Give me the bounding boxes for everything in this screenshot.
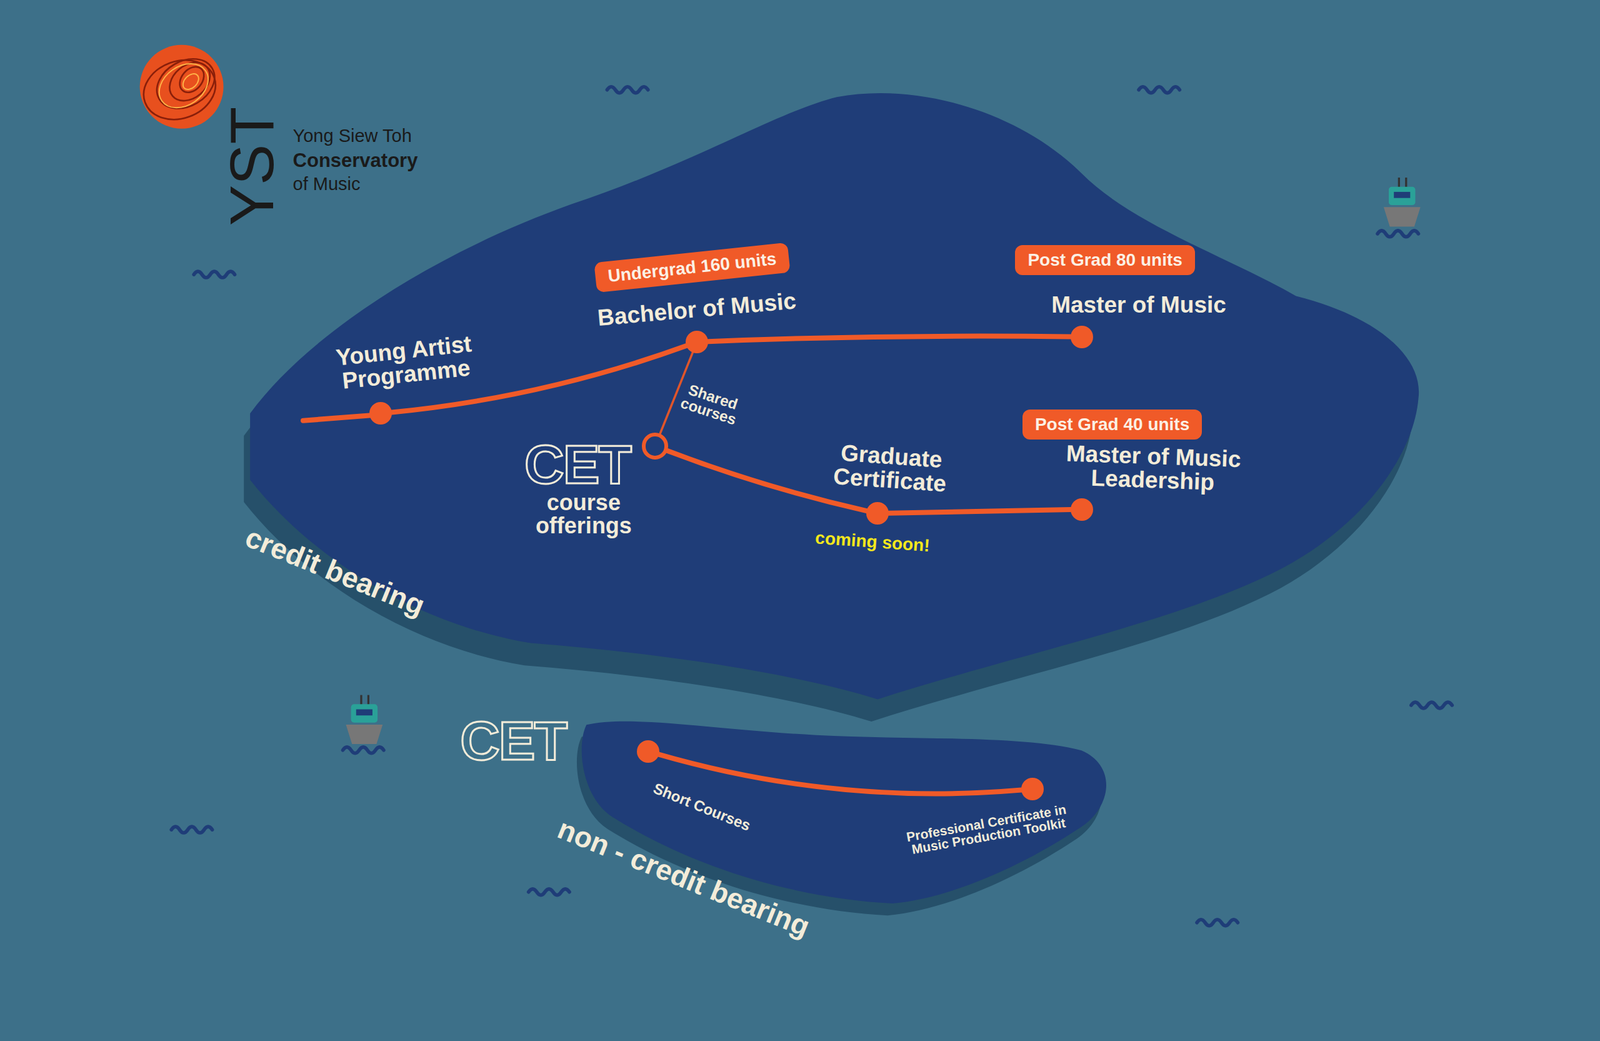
station-label: Short Courses <box>651 780 753 834</box>
route-stroke <box>888 509 1071 514</box>
ship-icon <box>1383 177 1421 227</box>
station-label: Young Artist Programme <box>309 328 501 395</box>
island-fill <box>250 93 1419 699</box>
hub-label: course offerings <box>535 491 632 537</box>
hub-ring: CETcourse offerings <box>641 432 669 459</box>
island-shadow <box>243 115 1413 915</box>
badge-text: Post Grad 40 units <box>1035 414 1190 435</box>
station-dot: Master of Music Leadership <box>1070 498 1094 521</box>
station-label: Bachelor of Music <box>596 288 798 330</box>
cet-heading: CET <box>524 436 631 493</box>
badge-text: Undergrad 160 units <box>606 248 778 287</box>
station-dot: Short Courses <box>636 740 660 763</box>
station-dot: Young Artist Programme <box>369 401 392 425</box>
station-label: Graduate Certificate <box>832 440 949 496</box>
island-outline <box>245 91 1424 705</box>
region-label: non - credit bearing <box>553 813 814 942</box>
route-line <box>708 336 1071 342</box>
logo-mark <box>135 45 224 130</box>
cet-heading: CET <box>460 712 567 769</box>
edge-label: Shared courses <box>678 380 744 428</box>
route-stroke <box>658 754 1022 794</box>
route-stroke <box>708 336 1071 342</box>
route-line <box>658 754 1022 794</box>
ship-icon <box>345 695 383 744</box>
station-label: Master of Music Leadership <box>1046 441 1260 496</box>
region-label: credit bearing <box>241 522 429 621</box>
station-dot: Bachelor of Music <box>685 330 709 354</box>
station-dot: Professional Certificate in Music Produc… <box>1021 777 1044 800</box>
credit-island: credit bearingYoung Artist ProgrammeUnde… <box>245 91 1424 705</box>
line-start <box>303 415 370 420</box>
station-dot: Master of Music <box>1070 325 1094 349</box>
logo-name: of Music <box>293 174 361 193</box>
station-dot: Graduate Certificatecoming soon! <box>866 501 889 525</box>
wave-marks <box>171 86 1452 926</box>
units-badge: Undergrad 160 units <box>593 242 790 293</box>
station-label: Master of Music <box>1051 293 1227 317</box>
logo-wordmark: YST <box>221 106 283 227</box>
logo-name: Yong Siew Toh <box>293 126 412 145</box>
route-line <box>888 509 1071 514</box>
non-credit-island: CETnon - credit bearingShort CoursesProf… <box>576 714 1117 909</box>
status-note: coming soon! <box>814 528 930 555</box>
logo-name: Conservatory <box>293 150 419 170</box>
station-label: Professional Certificate in Music Produc… <box>893 800 1083 859</box>
units-badge: Post Grad 40 units <box>1022 409 1202 440</box>
badge-text: Post Grad 80 units <box>1027 250 1182 270</box>
units-badge: Post Grad 80 units <box>1015 245 1195 275</box>
